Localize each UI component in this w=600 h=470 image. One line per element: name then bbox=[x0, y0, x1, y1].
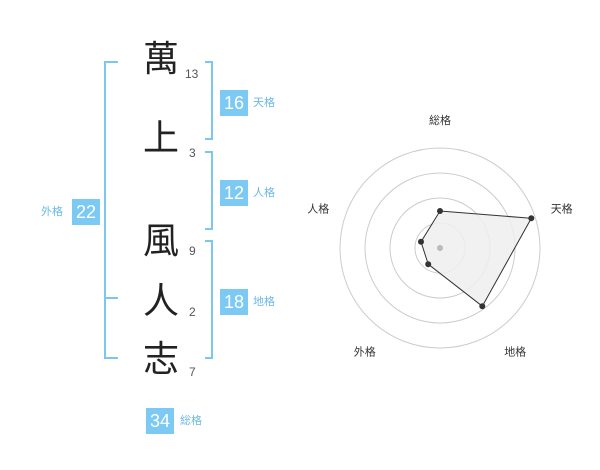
radar-center-dot bbox=[437, 245, 443, 251]
tenkaku-label: 天格 bbox=[253, 96, 275, 109]
gaikaku-label: 外格 bbox=[41, 205, 63, 218]
stroke-count-2: 3 bbox=[189, 146, 196, 160]
stroke-count-4: 2 bbox=[189, 305, 196, 319]
radar-point-2 bbox=[528, 215, 535, 222]
radar-axis-label-1: 総格 bbox=[429, 113, 451, 127]
name-char-5: 志 bbox=[142, 339, 179, 380]
radar-axis-label-2: 天格 bbox=[551, 201, 573, 215]
name-char-3: 風 bbox=[142, 221, 179, 262]
stroke-count-5: 7 bbox=[189, 365, 196, 379]
tenkaku-value: 16 bbox=[220, 90, 249, 116]
radar-series-area bbox=[420, 210, 533, 307]
name-char-2: 上 bbox=[142, 118, 179, 159]
jinkaku-bracket bbox=[205, 151, 213, 230]
radar-axis-label-4: 外格 bbox=[354, 345, 376, 359]
radar-point-5 bbox=[418, 238, 424, 245]
radar-axis-label-5: 人格 bbox=[307, 201, 329, 215]
gaikaku-value: 22 bbox=[72, 199, 101, 225]
soukaku-value: 34 bbox=[146, 408, 175, 434]
radar-point-4 bbox=[425, 261, 432, 268]
name-char-1: 萬 bbox=[142, 39, 179, 80]
radar-axis-label-3: 地格 bbox=[504, 345, 526, 359]
gaikaku-bracket-tick bbox=[106, 297, 118, 299]
chikaku-bracket bbox=[205, 240, 213, 359]
radar-point-1 bbox=[437, 208, 443, 214]
jinkaku-label: 人格 bbox=[253, 186, 275, 199]
chikaku-label: 地格 bbox=[253, 295, 275, 308]
name-char-4: 人 bbox=[142, 281, 179, 322]
soukaku-label: 総格 bbox=[180, 414, 202, 427]
chikaku-value: 18 bbox=[220, 289, 249, 315]
jinkaku-value: 12 bbox=[220, 180, 249, 206]
stroke-count-3: 9 bbox=[189, 244, 196, 258]
radar-point-3 bbox=[479, 303, 486, 310]
gaikaku-bracket bbox=[104, 61, 118, 359]
stroke-count-1: 13 bbox=[185, 67, 199, 81]
radar-ring bbox=[339, 147, 541, 349]
tenkaku-bracket bbox=[205, 61, 213, 140]
